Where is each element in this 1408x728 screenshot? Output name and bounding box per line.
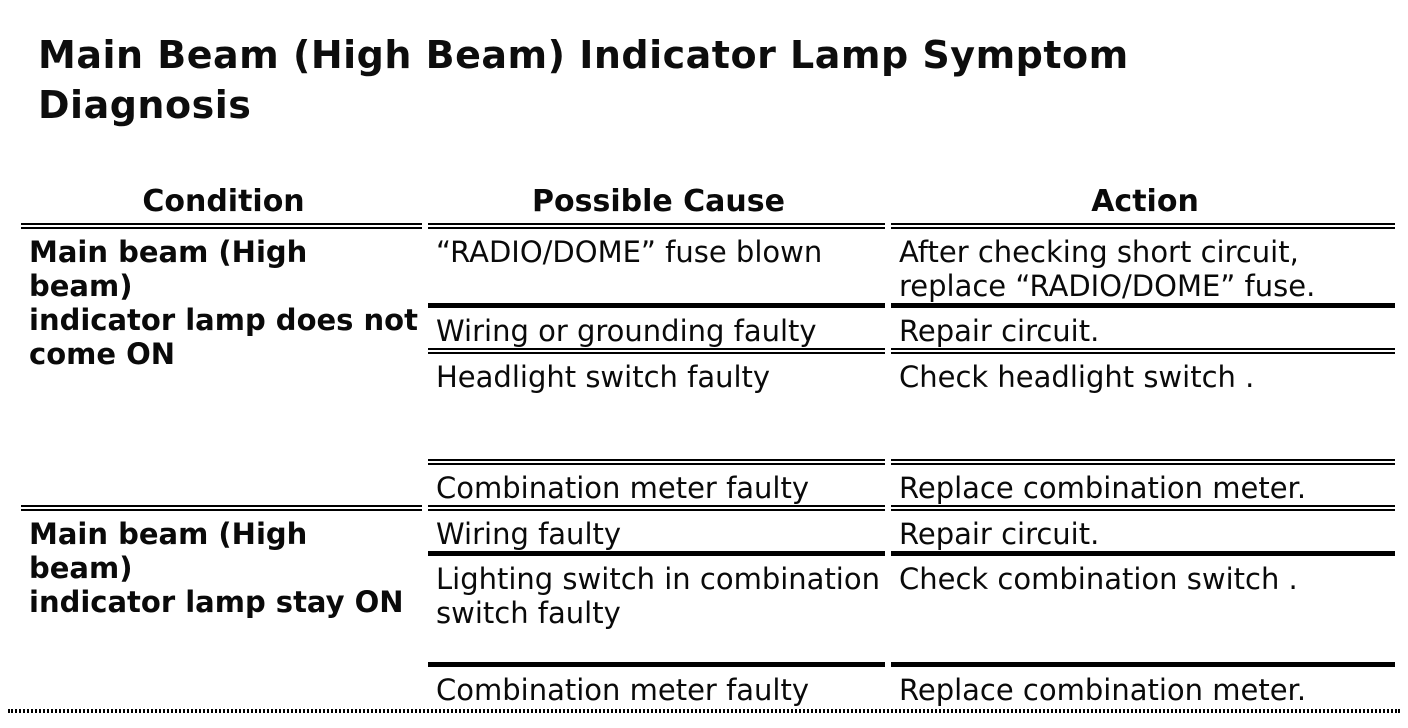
column-header-condition: Condition (21, 175, 422, 229)
table-row: Lighting switch in combination switch fa… (21, 556, 1395, 667)
cause-cell: “RADIO/DOME” fuse blown (428, 229, 885, 308)
cause-cell: Headlight switch faulty (428, 354, 885, 465)
table-row: Headlight switch faulty Check headlight … (21, 354, 1395, 465)
document-page: Main Beam (High Beam) Indicator Lamp Sym… (0, 30, 1408, 728)
table-row: Main beam (High beam) indicator lamp doe… (21, 229, 1395, 511)
cause-cell: Lighting switch in combination switch fa… (428, 556, 885, 667)
condition-cell: Main beam (High beam) indicator lamp doe… (21, 229, 422, 511)
action-cell: Replace combination meter. (891, 465, 1395, 511)
table-header-row: Condition Possible Cause Action (21, 175, 1395, 229)
action-cell: Replace combination meter. (899, 673, 1307, 707)
action-cell: Check combination switch . (891, 556, 1395, 667)
action-cell: Check headlight switch . (891, 354, 1395, 465)
table-row: Wiring or grounding faulty Repair circui… (21, 308, 1395, 354)
page-title: Main Beam (High Beam) Indicator Lamp Sym… (38, 33, 1129, 127)
cause-cell: Wiring faulty (428, 511, 885, 556)
column-header-possible-cause: Possible Cause (428, 175, 885, 229)
table-row: Combination meter faulty Replace combina… (21, 465, 1395, 511)
cause-cell: Combination meter faulty (436, 673, 810, 707)
table-row: Combination meter faulty Replace combina… (21, 667, 1395, 707)
column-header-action: Action (891, 175, 1395, 229)
action-cell: Repair circuit. (891, 511, 1395, 556)
condition-cell: Main beam (High beam) indicator lamp sta… (29, 517, 404, 619)
cause-cell: Wiring or grounding faulty (428, 308, 885, 354)
table-bottom-rule (8, 709, 1400, 713)
table-row: Main beam (High beam) indicator lamp sta… (21, 511, 1395, 619)
action-cell: After checking short circuit, replace “R… (891, 229, 1395, 308)
action-cell: Repair circuit. (891, 308, 1395, 354)
symptom-diagnosis-table: Condition Possible Cause Action Main bea… (15, 175, 1401, 707)
cause-cell: Combination meter faulty (428, 465, 885, 511)
